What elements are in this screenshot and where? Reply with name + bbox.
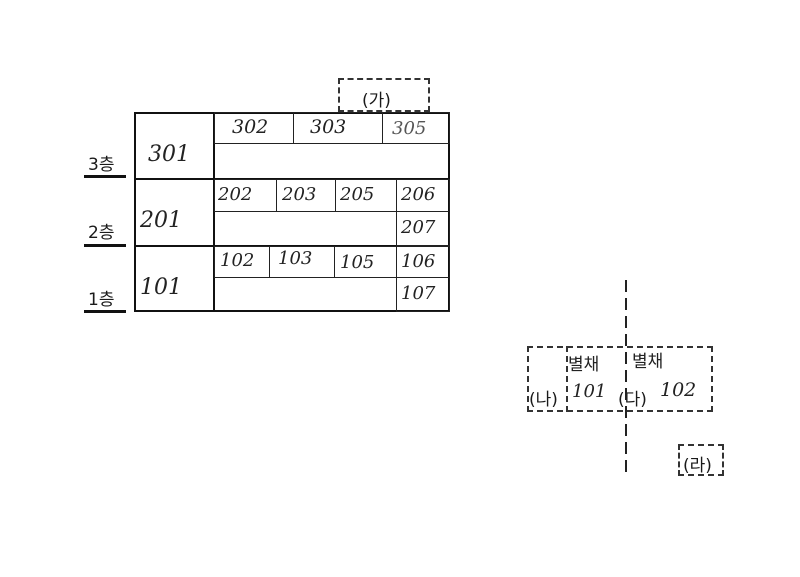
unit-102: 102 — [220, 250, 255, 271]
unit-205: 205 — [340, 184, 375, 205]
tag-ga: (가) — [362, 91, 391, 111]
unit-207: 207 — [401, 217, 436, 238]
floor-label-3: 3층 — [88, 155, 115, 175]
tag-ra-box — [678, 444, 724, 476]
building-divider — [213, 112, 215, 312]
annex-a-number: 101 — [572, 381, 607, 402]
floor-underline-1 — [84, 310, 126, 313]
unit-201: 201 — [140, 208, 182, 233]
floor-label-2: 2층 — [88, 223, 115, 243]
unit-cell-305 — [382, 112, 450, 144]
floor-label-1: 1층 — [88, 290, 115, 310]
annex-b-number: 102 — [660, 379, 697, 401]
unit-106: 106 — [401, 251, 436, 272]
unit-cell-107 — [396, 277, 450, 312]
annex-a-title: 별채 — [568, 355, 600, 375]
unit-107: 107 — [401, 283, 436, 304]
unit-305: 305 — [392, 118, 427, 139]
unit-101: 101 — [140, 275, 182, 300]
floor-underline-3 — [84, 175, 126, 178]
tag-ra: (라) — [683, 456, 712, 476]
unit-206: 206 — [401, 184, 436, 205]
annex-area-box — [527, 346, 713, 412]
floor-underline-2 — [84, 244, 126, 247]
unit-cell-207 — [396, 211, 450, 246]
unit-303: 303 — [310, 116, 347, 138]
unit-105: 105 — [340, 252, 375, 273]
unit-203: 203 — [282, 184, 317, 205]
annex-b-title: 별채 — [632, 352, 664, 372]
tag-na: (나) — [529, 390, 558, 410]
unit-301: 301 — [148, 142, 190, 167]
unit-302: 302 — [232, 116, 269, 138]
tag-ga-box — [338, 78, 430, 112]
unit-103: 103 — [278, 248, 313, 269]
annex-inner-divider — [566, 346, 568, 412]
unit-202: 202 — [218, 184, 253, 205]
